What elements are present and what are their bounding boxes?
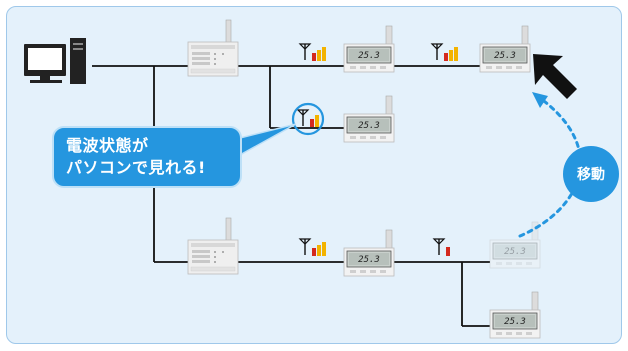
highlight-circle (291, 102, 325, 136)
callout-line-1: 電波状態が (66, 136, 149, 155)
signal-strength-icon-bottom-2 (433, 238, 450, 256)
logger-display-value: 25.3 (504, 317, 526, 327)
logger-top-2: 25.3 (479, 25, 531, 73)
signal-strength-icon-top-1 (299, 43, 326, 61)
move-label: 移動 (577, 167, 605, 183)
signal-strength-icon-top-2 (431, 43, 458, 61)
move-badge: 移動 (563, 146, 619, 202)
logger-bottom-2: 25.3 (489, 291, 541, 339)
logger-display-value: 25.3 (504, 247, 526, 257)
base-station-bottom (187, 217, 239, 275)
logger-display-value: 25.3 (358, 121, 380, 131)
logger-mid: 25.3 (343, 95, 395, 143)
logger-display-value: 25.3 (494, 51, 516, 61)
callout-bubble: 電波状態が パソコンで見れる! (52, 126, 242, 188)
logger-top-1: 25.3 (343, 25, 395, 73)
logger-display-value: 25.3 (358, 51, 380, 61)
logger-bottom-moved: 25.3 (489, 221, 541, 269)
pointer-arrow-icon (533, 54, 577, 99)
logger-bottom-1: 25.3 (343, 229, 395, 277)
signal-strength-icon-bottom-1 (299, 238, 326, 256)
move-arrowhead (532, 92, 548, 108)
signal-strength-icon-mid (297, 109, 319, 127)
connection-lines (92, 65, 490, 327)
computer-icon (24, 38, 86, 84)
logger-display-value: 25.3 (358, 255, 380, 265)
callout-line-2: パソコンで見れる! (66, 158, 206, 177)
base-station-top (187, 19, 239, 77)
